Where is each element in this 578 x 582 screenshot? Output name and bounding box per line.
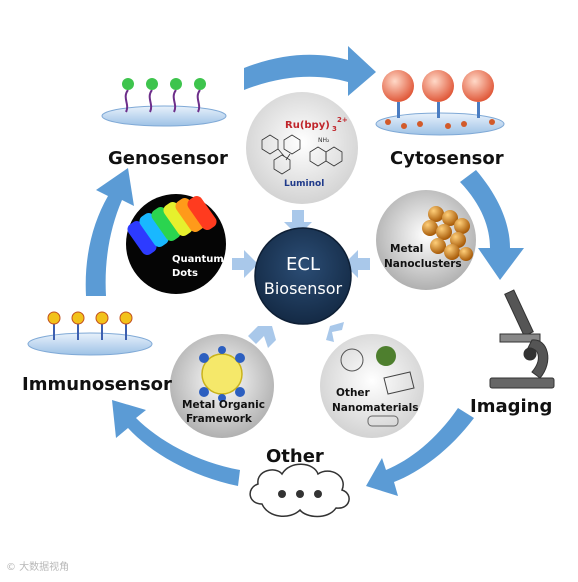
other-nano-label-1: Other (336, 387, 371, 399)
quantum-label-2: Dots (172, 268, 198, 279)
inner-arrow-top (284, 210, 312, 236)
inner-arrow-bottom-left (248, 326, 276, 348)
center-title-line2: Biosensor (264, 279, 343, 298)
genosensor-illustration (101, 78, 227, 127)
cytosensor-illustration (375, 70, 505, 136)
inner-arrows (232, 210, 370, 348)
metal-nano-label-2: Nanoclusters (384, 258, 462, 270)
arrow-left (85, 168, 134, 296)
other-label: Other (266, 446, 324, 467)
mof-circle: Metal Organic Framework (170, 334, 274, 438)
quantum-label-1: Quantum (172, 254, 224, 265)
cytosensor-label: Cytosensor (390, 148, 504, 169)
mof-framework-nodes (199, 346, 245, 402)
luminol-label: Luminol (284, 179, 324, 189)
nanocluster-balls (422, 206, 473, 261)
cycle-arrows (85, 46, 524, 496)
arrow-bottom-right (366, 408, 474, 496)
center-title-line1: ECL (286, 254, 320, 275)
thought-cloud-icon (249, 463, 350, 518)
luminol-structure (309, 146, 343, 167)
nh2-label: NH₂ (318, 137, 330, 144)
ru-luminol-circle: Ru(bpy) 3 2+ NH₂ Luminol (246, 92, 358, 204)
other-nanomaterials-circle: Other Nanomaterials (320, 334, 424, 438)
microscope-icon (489, 289, 555, 389)
mof-label-2: Framework (186, 413, 253, 425)
arrow-bottom-left (112, 400, 240, 486)
other-nano-label-2: Nanomaterials (332, 402, 418, 414)
ru-subscript: 3 (332, 125, 337, 133)
inner-arrow-bottom-right (326, 322, 344, 342)
inner-arrow-left (232, 250, 258, 278)
ru-formula: Ru(bpy) (285, 120, 330, 131)
metal-nanoclusters-circle: Metal Nanoclusters (376, 190, 476, 290)
inner-arrow-right (344, 250, 370, 278)
watermark: © 大数据视角 (6, 560, 69, 573)
quantum-dot-vials (127, 196, 217, 255)
immunosensor-illustration (27, 311, 153, 356)
center-circle: ECL Biosensor (254, 227, 352, 325)
mof-label-1: Metal Organic (182, 399, 265, 411)
arrow-top (244, 46, 376, 96)
genosensor-label: Genosensor (108, 148, 228, 169)
imaging-label: Imaging (470, 396, 552, 417)
nanomaterial-shapes (340, 346, 415, 427)
immunosensor-label: Immunosensor (22, 374, 172, 395)
ru-superscript: 2+ (337, 116, 348, 124)
quantum-dots-circle: Quantum Dots (126, 194, 226, 294)
metal-nano-label-1: Metal (390, 243, 423, 255)
arrow-right (460, 170, 524, 280)
ru-complex-structure (261, 134, 301, 175)
